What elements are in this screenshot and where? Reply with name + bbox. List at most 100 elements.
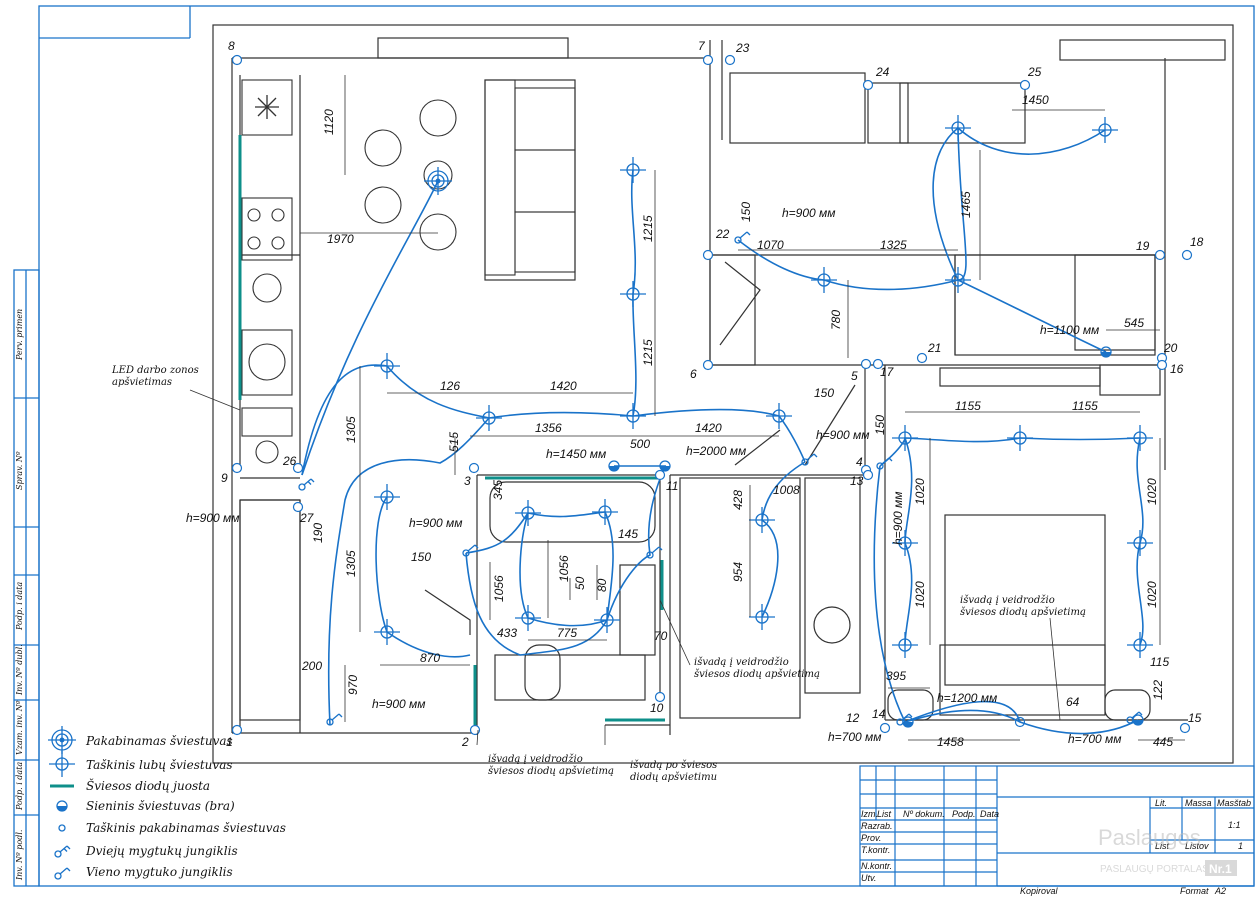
height-label: h=900 мм xyxy=(782,206,836,220)
legend: Pakabinamas šviestuvas Taškinis lubų švi… xyxy=(47,725,286,880)
annotation-text: diodų apšvietimu xyxy=(630,772,717,783)
dimension-label: 150 xyxy=(411,550,431,564)
tb-format-value: A2 xyxy=(1214,886,1226,896)
dining-furniture xyxy=(364,79,576,276)
dimension-label: 500 xyxy=(630,437,650,451)
title-block xyxy=(859,765,1255,887)
dimension-label: 1008 xyxy=(773,483,800,497)
light-fixtures xyxy=(298,114,1154,728)
dimension-label: 1970 xyxy=(327,232,354,246)
dimension-label: 1056 xyxy=(557,555,571,582)
point-number: 18 xyxy=(1190,235,1204,249)
annotation-leaders xyxy=(189,389,1061,746)
tb-scale-value: 1:1 xyxy=(1228,820,1241,830)
dimension-label: 150 xyxy=(873,415,887,435)
point-number: 5 xyxy=(851,369,858,383)
side-stamp-labels: Perv. primen Sprav. Nº Podp. i data Inv.… xyxy=(15,309,24,881)
point-number: 21 xyxy=(927,341,941,355)
dimension-label: 190 xyxy=(311,523,325,543)
dimension-label: 1056 xyxy=(492,575,506,602)
legend-label: Vieno mygtuko jungiklis xyxy=(86,865,233,879)
tb-row: N.kontr. xyxy=(861,861,892,871)
dimension-label: 954 xyxy=(731,562,745,582)
tb-col: List xyxy=(877,809,892,819)
tb-sheets-value: 1 xyxy=(1238,841,1243,851)
dimension-label: 780 xyxy=(829,310,843,330)
dimension-label: 145 xyxy=(618,527,638,541)
tb-sheet-label: List xyxy=(1155,841,1170,851)
dimension-label: 345 xyxy=(491,480,505,500)
double-switch-icon xyxy=(54,845,71,858)
dimension-label: 445 xyxy=(1153,735,1173,749)
dimension-label: 1070 xyxy=(757,238,784,252)
tb-row: Razrab. xyxy=(861,821,893,831)
dimension-label: 515 xyxy=(447,432,461,452)
annotation-text: išvadą į veidrodžio xyxy=(960,595,1055,606)
annotation-text: šviesos diodų apšvietimą xyxy=(488,766,614,777)
height-label: h=700 мм xyxy=(828,730,882,744)
dimension-label: 1215 xyxy=(641,215,655,242)
point-number: 10 xyxy=(650,701,664,715)
dimension-label: 1155 xyxy=(955,399,981,413)
watermark-subtitle: PASLAUGŲ PORTALAS xyxy=(1100,864,1209,875)
dimension-label: 150 xyxy=(739,202,753,222)
dimension-label: 115 xyxy=(1150,655,1169,669)
tb-scale-label: Masštab xyxy=(1217,798,1251,808)
side-stamp-label: Perv. primen xyxy=(15,309,24,361)
tb-col: Izm. xyxy=(861,809,878,819)
dimension-label: 1020 xyxy=(1145,581,1159,608)
legend-label: Sieninis šviestuvas (bra) xyxy=(86,799,235,813)
point-number: 11 xyxy=(666,479,678,493)
dimension-label: 1325 xyxy=(880,238,907,252)
sheet-frame xyxy=(13,5,1255,887)
point-number: 20 xyxy=(1163,341,1178,355)
point-number: 23 xyxy=(735,41,750,55)
height-label: h=1200 мм xyxy=(937,691,997,705)
dimension-label: 122 xyxy=(1151,680,1165,700)
height-label: h=2000 мм xyxy=(686,444,746,458)
dimension-label: 775 xyxy=(557,626,577,640)
side-stamp-label: Podp. i data xyxy=(15,762,24,811)
lighting-circuits xyxy=(301,126,1144,735)
point-number: 4 xyxy=(856,455,863,469)
annotation-text: šviesos diodų apšvietimą xyxy=(694,669,820,680)
legend-label: Taškinis lubų šviestuvas xyxy=(86,758,233,772)
height-label: h=900 мм xyxy=(409,516,463,530)
dimension-label: 1305 xyxy=(344,416,358,443)
tb-row: Prov. xyxy=(861,833,881,843)
dimension-label: 970 xyxy=(346,675,360,695)
dimension-label: 1155 xyxy=(1072,399,1098,413)
pendant-light-icon xyxy=(47,725,77,755)
legend-label: Pakabinamas šviestuvas xyxy=(85,734,233,748)
point-number: 12 xyxy=(846,711,860,725)
watermark-badge-text: Nr.1 xyxy=(1209,862,1232,876)
point-number: 24 xyxy=(875,65,890,79)
point-number: 22 xyxy=(715,227,730,241)
point-number: 1 xyxy=(226,735,233,749)
dimension-label: 1420 xyxy=(550,379,577,393)
dimension-label: 80 xyxy=(595,578,609,592)
led-strips xyxy=(238,135,665,725)
height-label: h=1450 мм xyxy=(546,447,606,461)
height-label: h=900 мм xyxy=(186,511,240,525)
snowflake-icon xyxy=(255,95,279,119)
side-stamp-label: Inv. Nº dubl. xyxy=(15,644,24,696)
dimension-label: 200 xyxy=(301,659,322,673)
dimension-label: 1215 xyxy=(641,339,655,366)
dimension-label: 545 xyxy=(1124,316,1144,330)
height-label: h=900 мм xyxy=(816,428,870,442)
tb-row: Utv. xyxy=(861,873,876,883)
point-number: 7 xyxy=(698,39,706,53)
dimension-label: 150 xyxy=(814,386,834,400)
side-stamp-label: Podp. i data xyxy=(15,582,24,631)
point-number: 8 xyxy=(228,39,235,53)
height-label: h=900 мм xyxy=(372,697,426,711)
tb-col: Podp. xyxy=(952,809,976,819)
annotation-text: apšvietimas xyxy=(112,377,172,388)
tb-row: T.kontr. xyxy=(861,845,890,855)
tb-sheets-label: Listov xyxy=(1185,841,1209,851)
annotation-text: išvadą į veidrodžio xyxy=(488,754,583,765)
tb-col: Data xyxy=(980,809,999,819)
dimension-label: 1020 xyxy=(1145,478,1159,505)
dimension-label: 1020 xyxy=(913,581,927,608)
